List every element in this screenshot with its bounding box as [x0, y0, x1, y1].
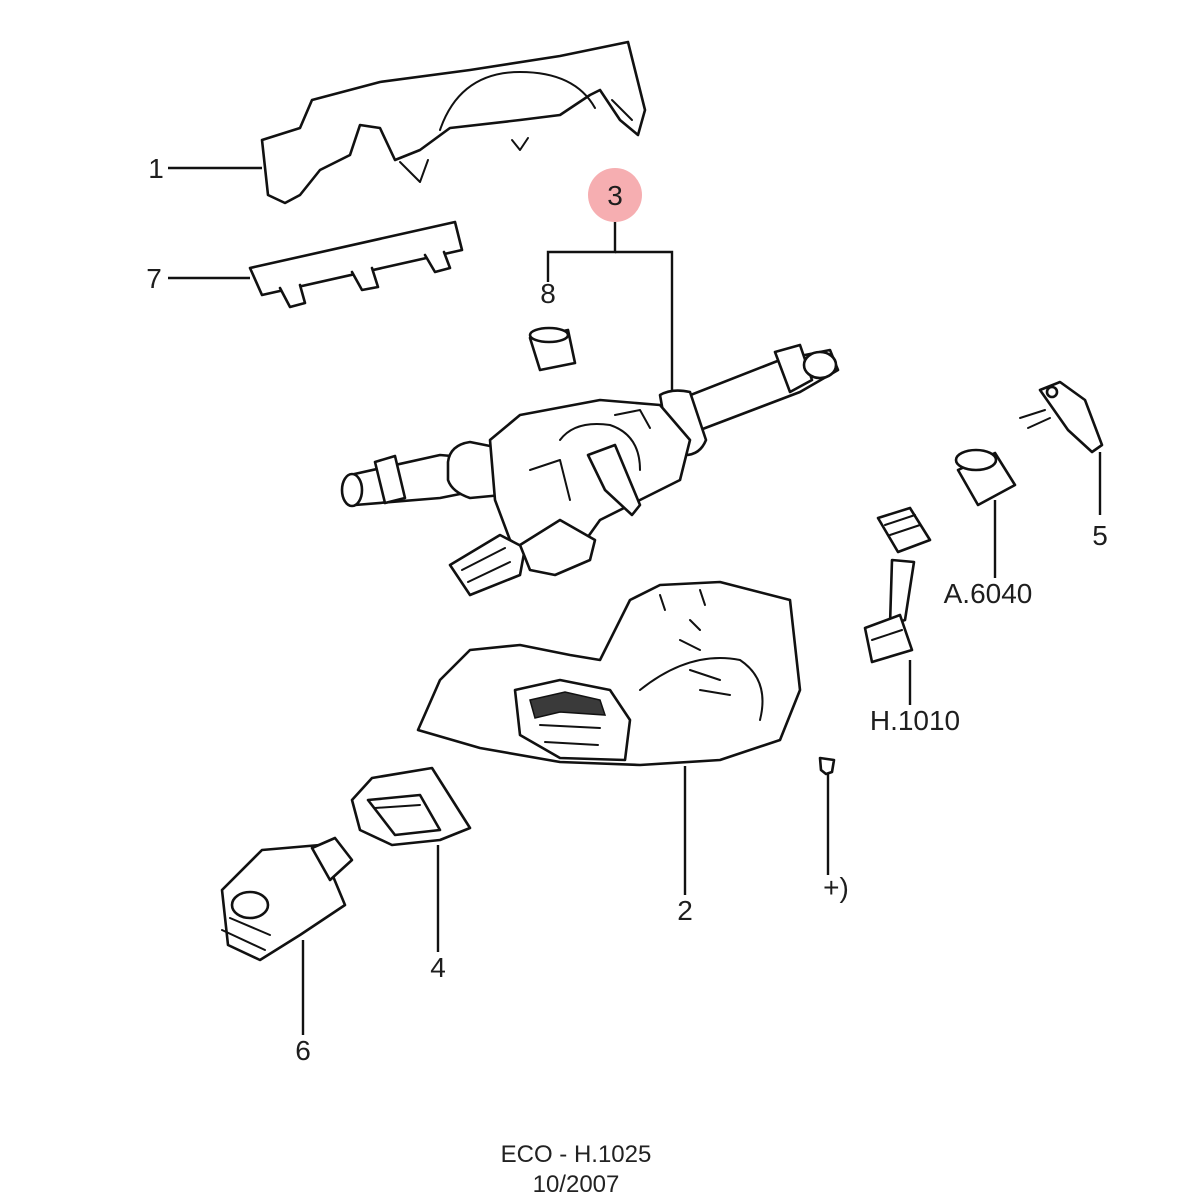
callout-4: 4: [430, 952, 446, 983]
callout-a6040: A.6040: [944, 578, 1033, 609]
callout-3-highlight: [588, 168, 642, 222]
part-3-combination-switch: [340, 343, 840, 597]
screw: [818, 756, 836, 875]
callout-3: 3: [607, 180, 623, 211]
part-5-switch-cover: [1019, 380, 1104, 454]
callout-5: 5: [1092, 520, 1108, 551]
screw-note: +): [823, 872, 849, 903]
part-2-lower-shroud: [416, 580, 802, 767]
callout-7: 7: [146, 263, 162, 294]
callout-2: 2: [677, 895, 693, 926]
part-a6040-cylinder: [954, 448, 1017, 507]
callout-h1010: H.1010: [870, 705, 960, 736]
part-1-upper-shroud: [260, 40, 647, 205]
leader-lines: [168, 166, 1102, 1035]
part-7-trim-strip: [248, 220, 464, 309]
footer-date: 10/2007: [533, 1171, 620, 1198]
part-6-lock-housing: [220, 836, 354, 962]
part-4-bezel: [350, 766, 472, 847]
callout-1: 1: [148, 153, 164, 184]
callout-8: 8: [540, 278, 556, 309]
part-8-sleeve: [528, 326, 577, 372]
footer-code: ECO - H.1025: [501, 1141, 652, 1168]
part-h1010-bracket: [863, 506, 932, 664]
callout-6: 6: [295, 1035, 311, 1066]
